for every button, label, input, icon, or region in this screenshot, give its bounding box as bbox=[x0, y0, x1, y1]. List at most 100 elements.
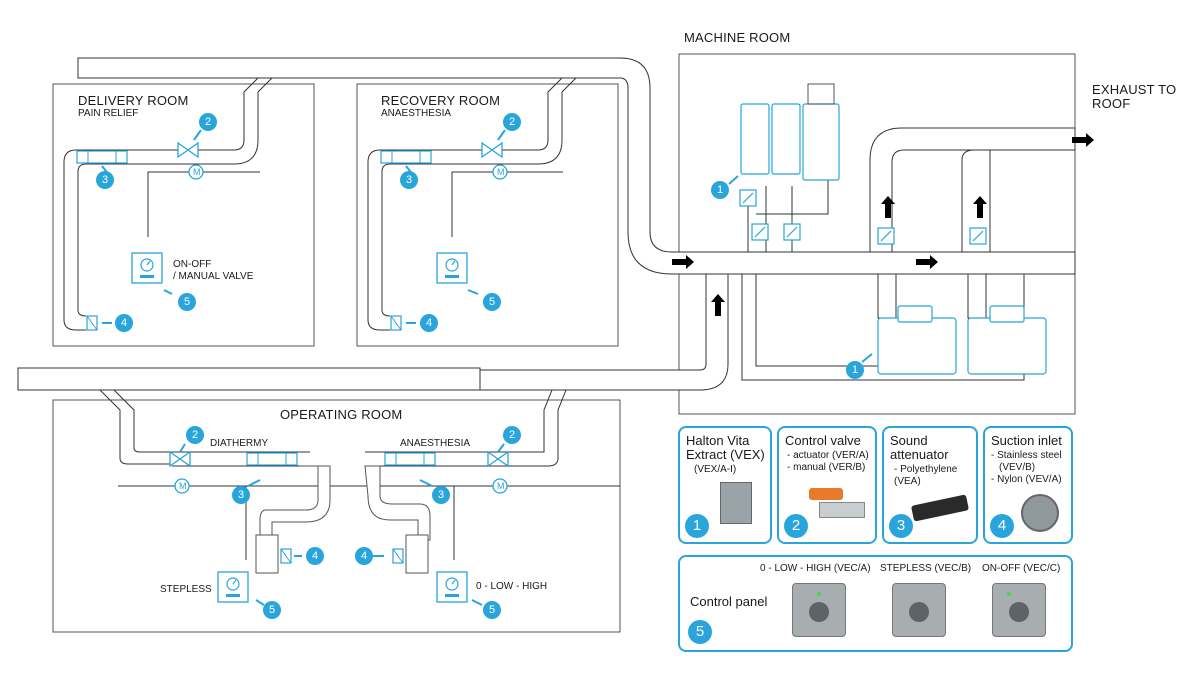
legend-card-vex: Halton Vita Extract (VEX) (VEX/A-I) 1 bbox=[678, 426, 772, 544]
machine-room-title: MACHINE ROOM bbox=[684, 30, 791, 45]
knob-icon bbox=[809, 602, 829, 622]
op-right-attenuator bbox=[384, 452, 436, 466]
delivery-valve-icon bbox=[177, 142, 199, 158]
callout-4: 4 bbox=[306, 547, 324, 565]
delivery-control-panel-icon bbox=[131, 252, 163, 284]
vex-unit-image bbox=[720, 482, 752, 524]
recovery-control-panel-icon bbox=[436, 252, 468, 284]
op-left-valve-icon bbox=[169, 451, 191, 467]
legend-card-control-panel: Control panel 5 0 - LOW - HIGH (VEC/A) S… bbox=[678, 555, 1073, 652]
sensor-icon bbox=[739, 189, 757, 207]
sensor-icon bbox=[877, 227, 895, 245]
legend-number: 5 bbox=[688, 620, 712, 644]
callout-2: 2 bbox=[186, 426, 204, 444]
sensor-icon bbox=[751, 223, 769, 241]
legend-number: 4 bbox=[990, 514, 1014, 538]
legend-card-desc: - Nylon (VEV/A) bbox=[991, 474, 1062, 485]
delivery-room-subtitle: PAIN RELIEF bbox=[78, 108, 139, 119]
control-variant-label: 0 - LOW - HIGH (VEC/A) bbox=[760, 563, 871, 574]
delivery-room-box bbox=[52, 83, 315, 347]
control-variant-label: ON-OFF (VEC/C) bbox=[982, 563, 1061, 574]
legend-card-title: attenuator bbox=[890, 447, 949, 462]
callout-5: 5 bbox=[263, 601, 281, 619]
legend-card-desc: (VEV/B) bbox=[999, 462, 1036, 473]
legend-number: 2 bbox=[784, 514, 808, 538]
exhaust-label-line2: ROOF bbox=[1092, 96, 1131, 111]
callout-3: 3 bbox=[432, 486, 450, 504]
legend-card-title: Halton Vita bbox=[686, 433, 750, 448]
callout-5: 5 bbox=[483, 293, 501, 311]
callout-2: 2 bbox=[199, 113, 217, 131]
main-duct-top bbox=[77, 57, 1076, 275]
motor-label: M bbox=[193, 167, 201, 177]
callout-2: 2 bbox=[503, 113, 521, 131]
sensor-icon bbox=[969, 227, 987, 245]
recovery-room-title: RECOVERY ROOM bbox=[381, 93, 501, 108]
led-icon bbox=[1007, 592, 1011, 596]
legend-card-desc: - actuator (VER/A) bbox=[787, 450, 869, 461]
low-high-label: 0 - LOW - HIGH bbox=[476, 581, 548, 592]
legend-card-desc: (VEX/A-I) bbox=[694, 464, 737, 475]
callout-1: 1 bbox=[711, 181, 729, 199]
legend-card-title: Sound bbox=[890, 433, 928, 448]
knob-icon bbox=[909, 602, 929, 622]
legend-card-title: Extract (VEX) bbox=[686, 447, 765, 462]
control-variant-label: STEPLESS (VEC/B) bbox=[880, 563, 972, 574]
sensor-icon bbox=[783, 223, 801, 241]
callout-4: 4 bbox=[115, 314, 133, 332]
motor-label: M bbox=[179, 481, 187, 491]
diathermy-label: DIATHERMY bbox=[210, 438, 269, 449]
control-panel-image bbox=[792, 583, 846, 637]
callout-3: 3 bbox=[400, 171, 418, 189]
legend-card-desc: - Stainless steel bbox=[991, 450, 1062, 461]
callout-2: 2 bbox=[503, 426, 521, 444]
inlet-image bbox=[1021, 494, 1059, 532]
control-panel-image bbox=[892, 583, 946, 637]
legend-card-desc: - manual (VER/B) bbox=[787, 462, 866, 473]
legend-card-attenuator: Sound attenuator - Polyethylene (VEA) 3 bbox=[882, 426, 978, 544]
delivery-attenuator bbox=[76, 150, 128, 164]
op-left-inlet-icon bbox=[280, 548, 292, 564]
vex-units bbox=[740, 103, 1047, 375]
delivery-room-title: DELIVERY ROOM bbox=[78, 93, 189, 108]
recovery-valve-icon bbox=[481, 142, 503, 158]
callout-4: 4 bbox=[355, 547, 373, 565]
control-panel-title: Control panel bbox=[690, 594, 768, 609]
callout-3: 3 bbox=[96, 171, 114, 189]
op-right-valve-icon bbox=[487, 451, 509, 467]
legend-card-valve: Control valve - actuator (VER/A) - manua… bbox=[777, 426, 877, 544]
attenuator-image bbox=[910, 494, 970, 522]
exhaust-label-line1: EXHAUST TO bbox=[1092, 82, 1177, 97]
motor-label: M bbox=[497, 481, 505, 491]
legend-card-title: Suction inlet bbox=[991, 433, 1062, 448]
actuator-image bbox=[809, 488, 843, 500]
op-right-inlet-icon bbox=[392, 548, 404, 564]
legend-card-title: Control valve bbox=[785, 433, 861, 448]
machine-room-box bbox=[678, 53, 1076, 415]
recovery-attenuator bbox=[380, 150, 432, 164]
operating-room-box bbox=[52, 399, 621, 633]
callout-1: 1 bbox=[846, 361, 864, 379]
control-panel-image bbox=[992, 583, 1046, 637]
callout-3: 3 bbox=[232, 486, 250, 504]
delivery-inlet-icon bbox=[86, 315, 98, 331]
legend-card-inlet: Suction inlet - Stainless steel (VEV/B) … bbox=[983, 426, 1073, 544]
delivery-control-label-1: ON-OFF bbox=[173, 259, 212, 270]
callout-5: 5 bbox=[178, 293, 196, 311]
legend-card-desc: - Polyethylene bbox=[894, 464, 958, 475]
stepless-label: STEPLESS bbox=[160, 584, 212, 595]
legend-card-desc: (VEA) bbox=[894, 476, 921, 487]
recovery-room-subtitle: ANAESTHESIA bbox=[381, 108, 452, 119]
op-anaesthesia-label: ANAESTHESIA bbox=[400, 438, 471, 449]
callout-4: 4 bbox=[420, 314, 438, 332]
delivery-control-label-2: / MANUAL VALVE bbox=[173, 271, 254, 282]
op-right-control-panel-icon bbox=[436, 571, 468, 603]
recovery-inlet-icon bbox=[390, 315, 402, 331]
valve-image bbox=[819, 502, 865, 518]
knob-icon bbox=[1009, 602, 1029, 622]
legend-number: 1 bbox=[685, 514, 709, 538]
led-icon bbox=[817, 592, 821, 596]
callout-5: 5 bbox=[483, 601, 501, 619]
